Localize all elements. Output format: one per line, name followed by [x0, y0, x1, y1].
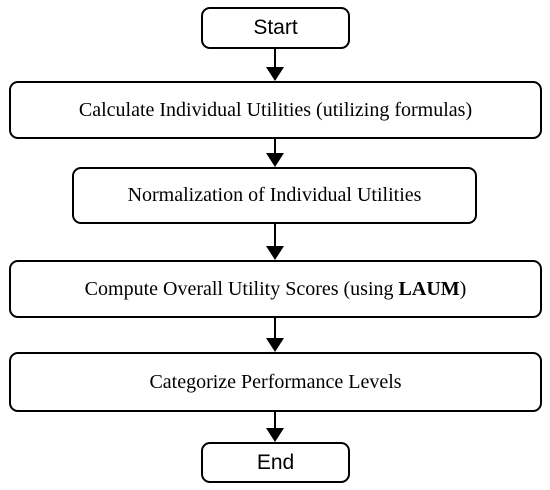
- step-2-label: Normalization of Individual Utilities: [127, 184, 422, 206]
- step-categorize-performance-levels: Categorize Performance Levels: [9, 352, 542, 412]
- step-normalization: Normalization of Individual Utilities: [72, 167, 477, 224]
- step-3-label: Compute Overall Utility Scores (using LA…: [85, 278, 467, 301]
- end-node: End: [201, 442, 350, 483]
- step-4-label: Categorize Performance Levels: [149, 370, 402, 393]
- end-label: End: [256, 450, 295, 474]
- step-3-emphasis: LAUM: [398, 277, 460, 300]
- step-1-label: Calculate Individual Utilities (utilizin…: [78, 98, 473, 121]
- start-node: Start: [201, 7, 350, 49]
- start-label: Start: [253, 16, 298, 39]
- step-compute-overall-utility-scores: Compute Overall Utility Scores (using LA…: [9, 260, 542, 318]
- step-calculate-individual-utilities: Calculate Individual Utilities (utilizin…: [9, 81, 542, 139]
- arrowhead-2: [266, 153, 284, 167]
- arrowhead-5: [266, 428, 284, 442]
- arrowhead-4: [266, 338, 284, 352]
- arrowhead-3: [266, 246, 284, 260]
- arrowhead-1: [266, 67, 284, 81]
- step-3-suffix: ): [459, 277, 467, 300]
- step-3-prefix: Compute Overall Utility Scores (using: [84, 277, 399, 300]
